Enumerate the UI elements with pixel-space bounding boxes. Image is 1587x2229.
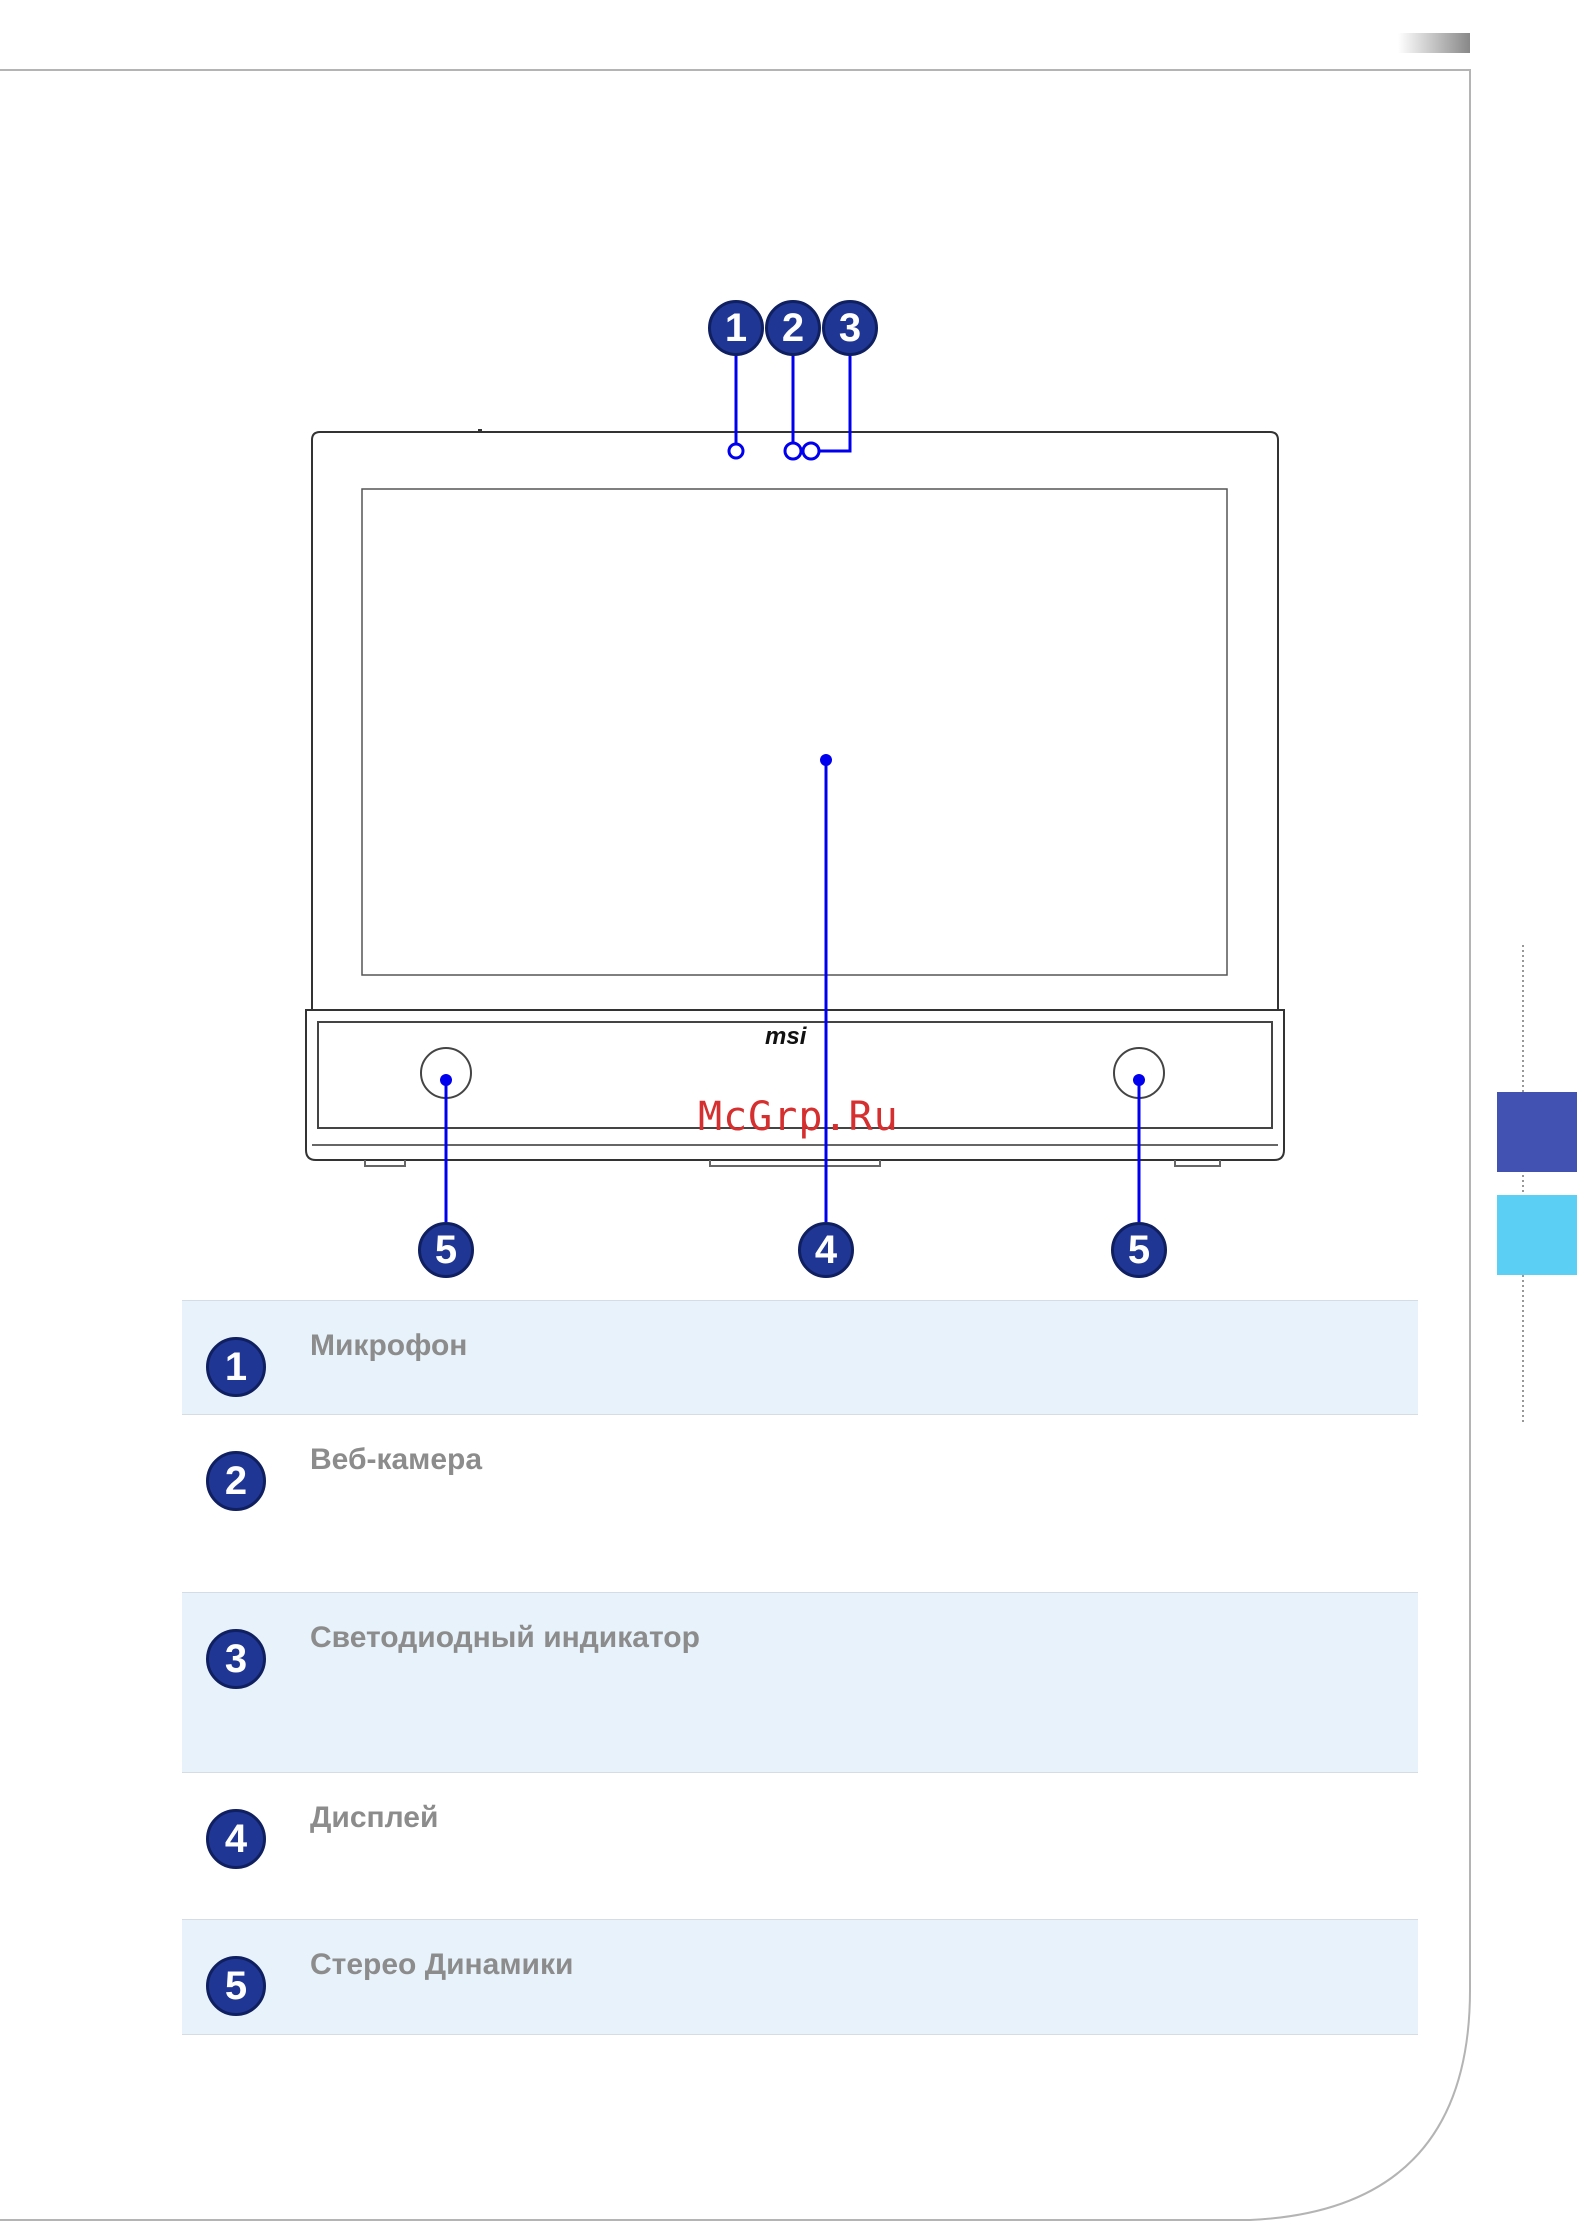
speaker-left-point: [440, 1074, 452, 1086]
callout-badge-1: 1: [708, 300, 764, 356]
row-badge: 1: [206, 1337, 266, 1397]
callout-badge-5-left: 5: [418, 1222, 474, 1278]
callout-badge-2: 2: [765, 300, 821, 356]
msi-logo: msi: [765, 1023, 806, 1051]
side-tab-light: [1497, 1195, 1577, 1275]
list-item: 1 Микрофон: [182, 1300, 1418, 1415]
speaker-right-point: [1133, 1074, 1145, 1086]
callout-badge-3: 3: [822, 300, 878, 356]
list-item: 3 Светодиодный индикатор: [182, 1593, 1418, 1773]
watermark-text: McGrp.Ru: [698, 1094, 899, 1140]
row-badge: 3: [206, 1629, 266, 1689]
row-badge: 4: [206, 1809, 266, 1869]
side-tab-dark: [1497, 1092, 1577, 1172]
row-label: Стерео Динамики: [310, 1948, 573, 1982]
monitor-screen: [362, 489, 1227, 975]
callout-leaders: [446, 352, 1139, 1222]
row-label: Дисплей: [310, 1801, 438, 1835]
webcam-marker: [785, 443, 801, 459]
monitor-outer-bezel: [312, 432, 1278, 1010]
callout-badge-4: 4: [798, 1222, 854, 1278]
display-point: [820, 754, 832, 766]
callout-badge-5-right: 5: [1111, 1222, 1167, 1278]
monitor-illustration: [306, 430, 1284, 1166]
list-item: 2 Веб-камера: [182, 1415, 1418, 1593]
row-badge: 2: [206, 1451, 266, 1511]
callout-points: [440, 443, 1145, 1086]
row-label: Микрофон: [310, 1329, 467, 1363]
microphone-marker: [729, 444, 743, 458]
row-label: Светодиодный индикатор: [310, 1621, 700, 1655]
header-gradient-bar: [1398, 33, 1470, 53]
row-badge: 5: [206, 1956, 266, 2016]
led-marker: [803, 443, 819, 459]
list-item: 4 Дисплей: [182, 1773, 1418, 1920]
leader-3: [818, 352, 850, 451]
list-item: 5 Стерео Динамики: [182, 1920, 1418, 2035]
row-label: Веб-камера: [310, 1443, 482, 1477]
